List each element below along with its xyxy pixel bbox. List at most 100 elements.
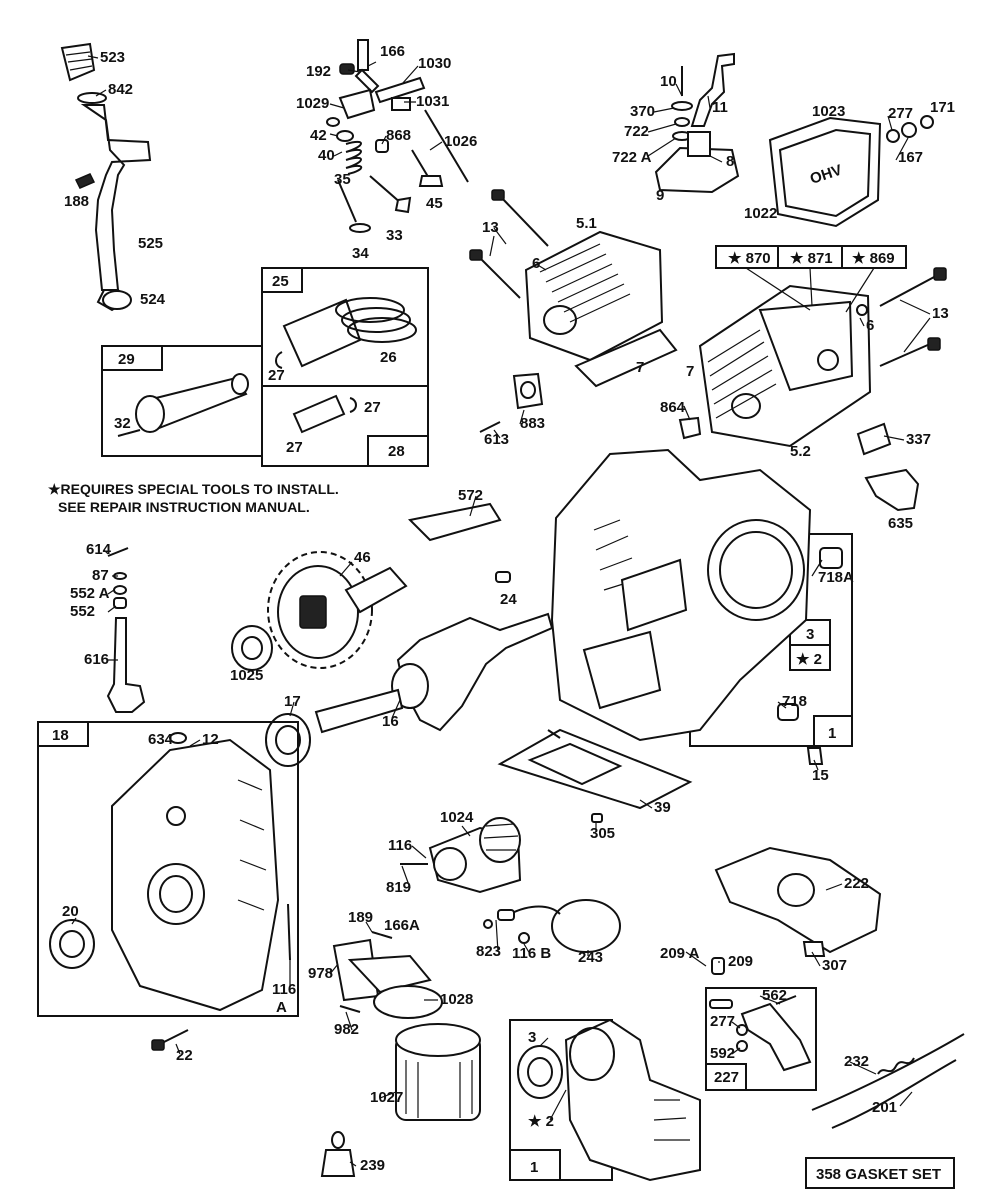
part-label: 10 (660, 73, 677, 90)
part-label: 13 (482, 219, 499, 236)
part-label: 1026 (444, 133, 477, 150)
governor-lever-box (705, 987, 817, 1091)
box-label-star-869: ★ 869 (852, 250, 895, 267)
box-label-star-871: ★ 871 (790, 250, 833, 267)
part-label: 614 (86, 541, 112, 558)
part-label: 11 (712, 99, 728, 116)
part-label: 13 (932, 305, 949, 322)
special-tool-parts-box (715, 245, 907, 269)
part-label: 39 (654, 799, 671, 816)
part-label: 116 (272, 981, 296, 998)
part-label: 27 (268, 367, 285, 384)
part-label: 5.2 (790, 443, 811, 460)
box-label-star-2: ★ 2 (796, 651, 822, 668)
part-label: 1027 (370, 1089, 403, 1106)
part-label: 524 (140, 291, 166, 308)
governor-lever (736, 995, 812, 1072)
part-label: 9 (656, 187, 664, 204)
rocker-cover: OHV (768, 115, 934, 228)
part-label: 1022 (744, 205, 777, 222)
part-label: 819 (386, 879, 411, 896)
part-label: 239 (360, 1157, 385, 1174)
part-label: 864 (660, 399, 686, 416)
part-label: ★ 2 (528, 1113, 554, 1130)
governor-group (106, 502, 511, 713)
part-label: 22 (176, 1047, 193, 1064)
part-label: 722 (624, 123, 649, 140)
part-labels: 523 842 188 525 524 166 192 1030 1029 10… (62, 43, 955, 1174)
part-label: 305 (590, 825, 615, 842)
part-label: 222 (844, 875, 869, 892)
group-box-labels: 25 29 28 18 1 1 227 3 ★ 2 ★ 870 ★ 871 ★ … (52, 250, 895, 1176)
box-label-25: 25 (272, 273, 289, 290)
part-label: 1031 (416, 93, 449, 110)
part-label: 525 (138, 235, 163, 252)
oil-level-sensor (483, 899, 621, 953)
part-label: 842 (108, 81, 133, 98)
part-label: 192 (306, 63, 331, 80)
part-label: 1028 (440, 991, 473, 1008)
part-label: 243 (578, 949, 603, 966)
part-label: 982 (334, 1021, 359, 1038)
part-label: 307 (822, 957, 847, 974)
box-label-1-lower: 1 (530, 1159, 538, 1176)
box-label-3: 3 (806, 626, 814, 643)
part-label: 552 A (70, 585, 110, 602)
part-label: 337 (906, 431, 931, 448)
part-label: 116 B (512, 945, 551, 962)
part-label: 201 (872, 1099, 897, 1116)
part-label: 166A (384, 917, 420, 934)
part-label: 1024 (440, 809, 474, 826)
box-label-1-crankcase: 1 (828, 725, 836, 742)
part-label: 8 (726, 153, 734, 170)
part-label: 33 (386, 227, 403, 244)
cylinder-block-lower (517, 1018, 701, 1182)
part-label: 277 (710, 1013, 735, 1030)
part-label: 7 (686, 363, 694, 380)
part-label: 188 (64, 193, 89, 210)
part-label: 40 (318, 147, 335, 164)
part-label: 552 (70, 603, 95, 620)
part-label: 523 (100, 49, 125, 66)
cylinder-head-lower (678, 267, 947, 512)
part-label: 277 (888, 105, 913, 122)
box-label-18: 18 (52, 727, 69, 744)
part-label: 116 (388, 837, 412, 854)
part-label: 167 (898, 149, 923, 166)
control-bracket (709, 846, 882, 1009)
oil-filter-group (332, 931, 481, 1121)
part-label: A (276, 999, 287, 1016)
part-label: 6 (532, 255, 540, 272)
gasket-set-box (805, 1157, 955, 1189)
connecting-rod (117, 373, 249, 437)
crankcase-block (550, 448, 843, 765)
valve-train-group (326, 39, 469, 233)
sump-cover (49, 732, 291, 1012)
part-label: 1029 (296, 95, 329, 112)
misc-bolts (151, 1029, 356, 1177)
part-label: 45 (426, 195, 443, 212)
piston-group (275, 297, 417, 434)
note-line-1: ★REQUIRES SPECIAL TOOLS TO INSTALL. (48, 481, 339, 497)
leader-lines (71, 55, 931, 1167)
part-label: 613 (484, 431, 509, 448)
part-label: 718 (782, 693, 807, 710)
part-label: 370 (630, 103, 655, 120)
breather-group (654, 52, 740, 194)
part-label: 718A (818, 569, 854, 586)
part-label: 16 (382, 713, 399, 730)
box-label-star-870: ★ 870 (728, 250, 771, 267)
part-label: 17 (284, 693, 301, 710)
dipstick-tube-group (60, 42, 152, 312)
part-label: 209 (728, 953, 753, 970)
part-label: 978 (308, 965, 333, 982)
connecting-rod-box (101, 345, 263, 457)
part-label: 24 (500, 591, 517, 608)
part-label: 20 (62, 903, 79, 920)
part-label: 1023 (812, 103, 845, 120)
part-label: 171 (930, 99, 955, 116)
part-label: 5.1 (576, 215, 597, 232)
part-label: 572 (458, 487, 483, 504)
part-label: 868 (386, 127, 411, 144)
